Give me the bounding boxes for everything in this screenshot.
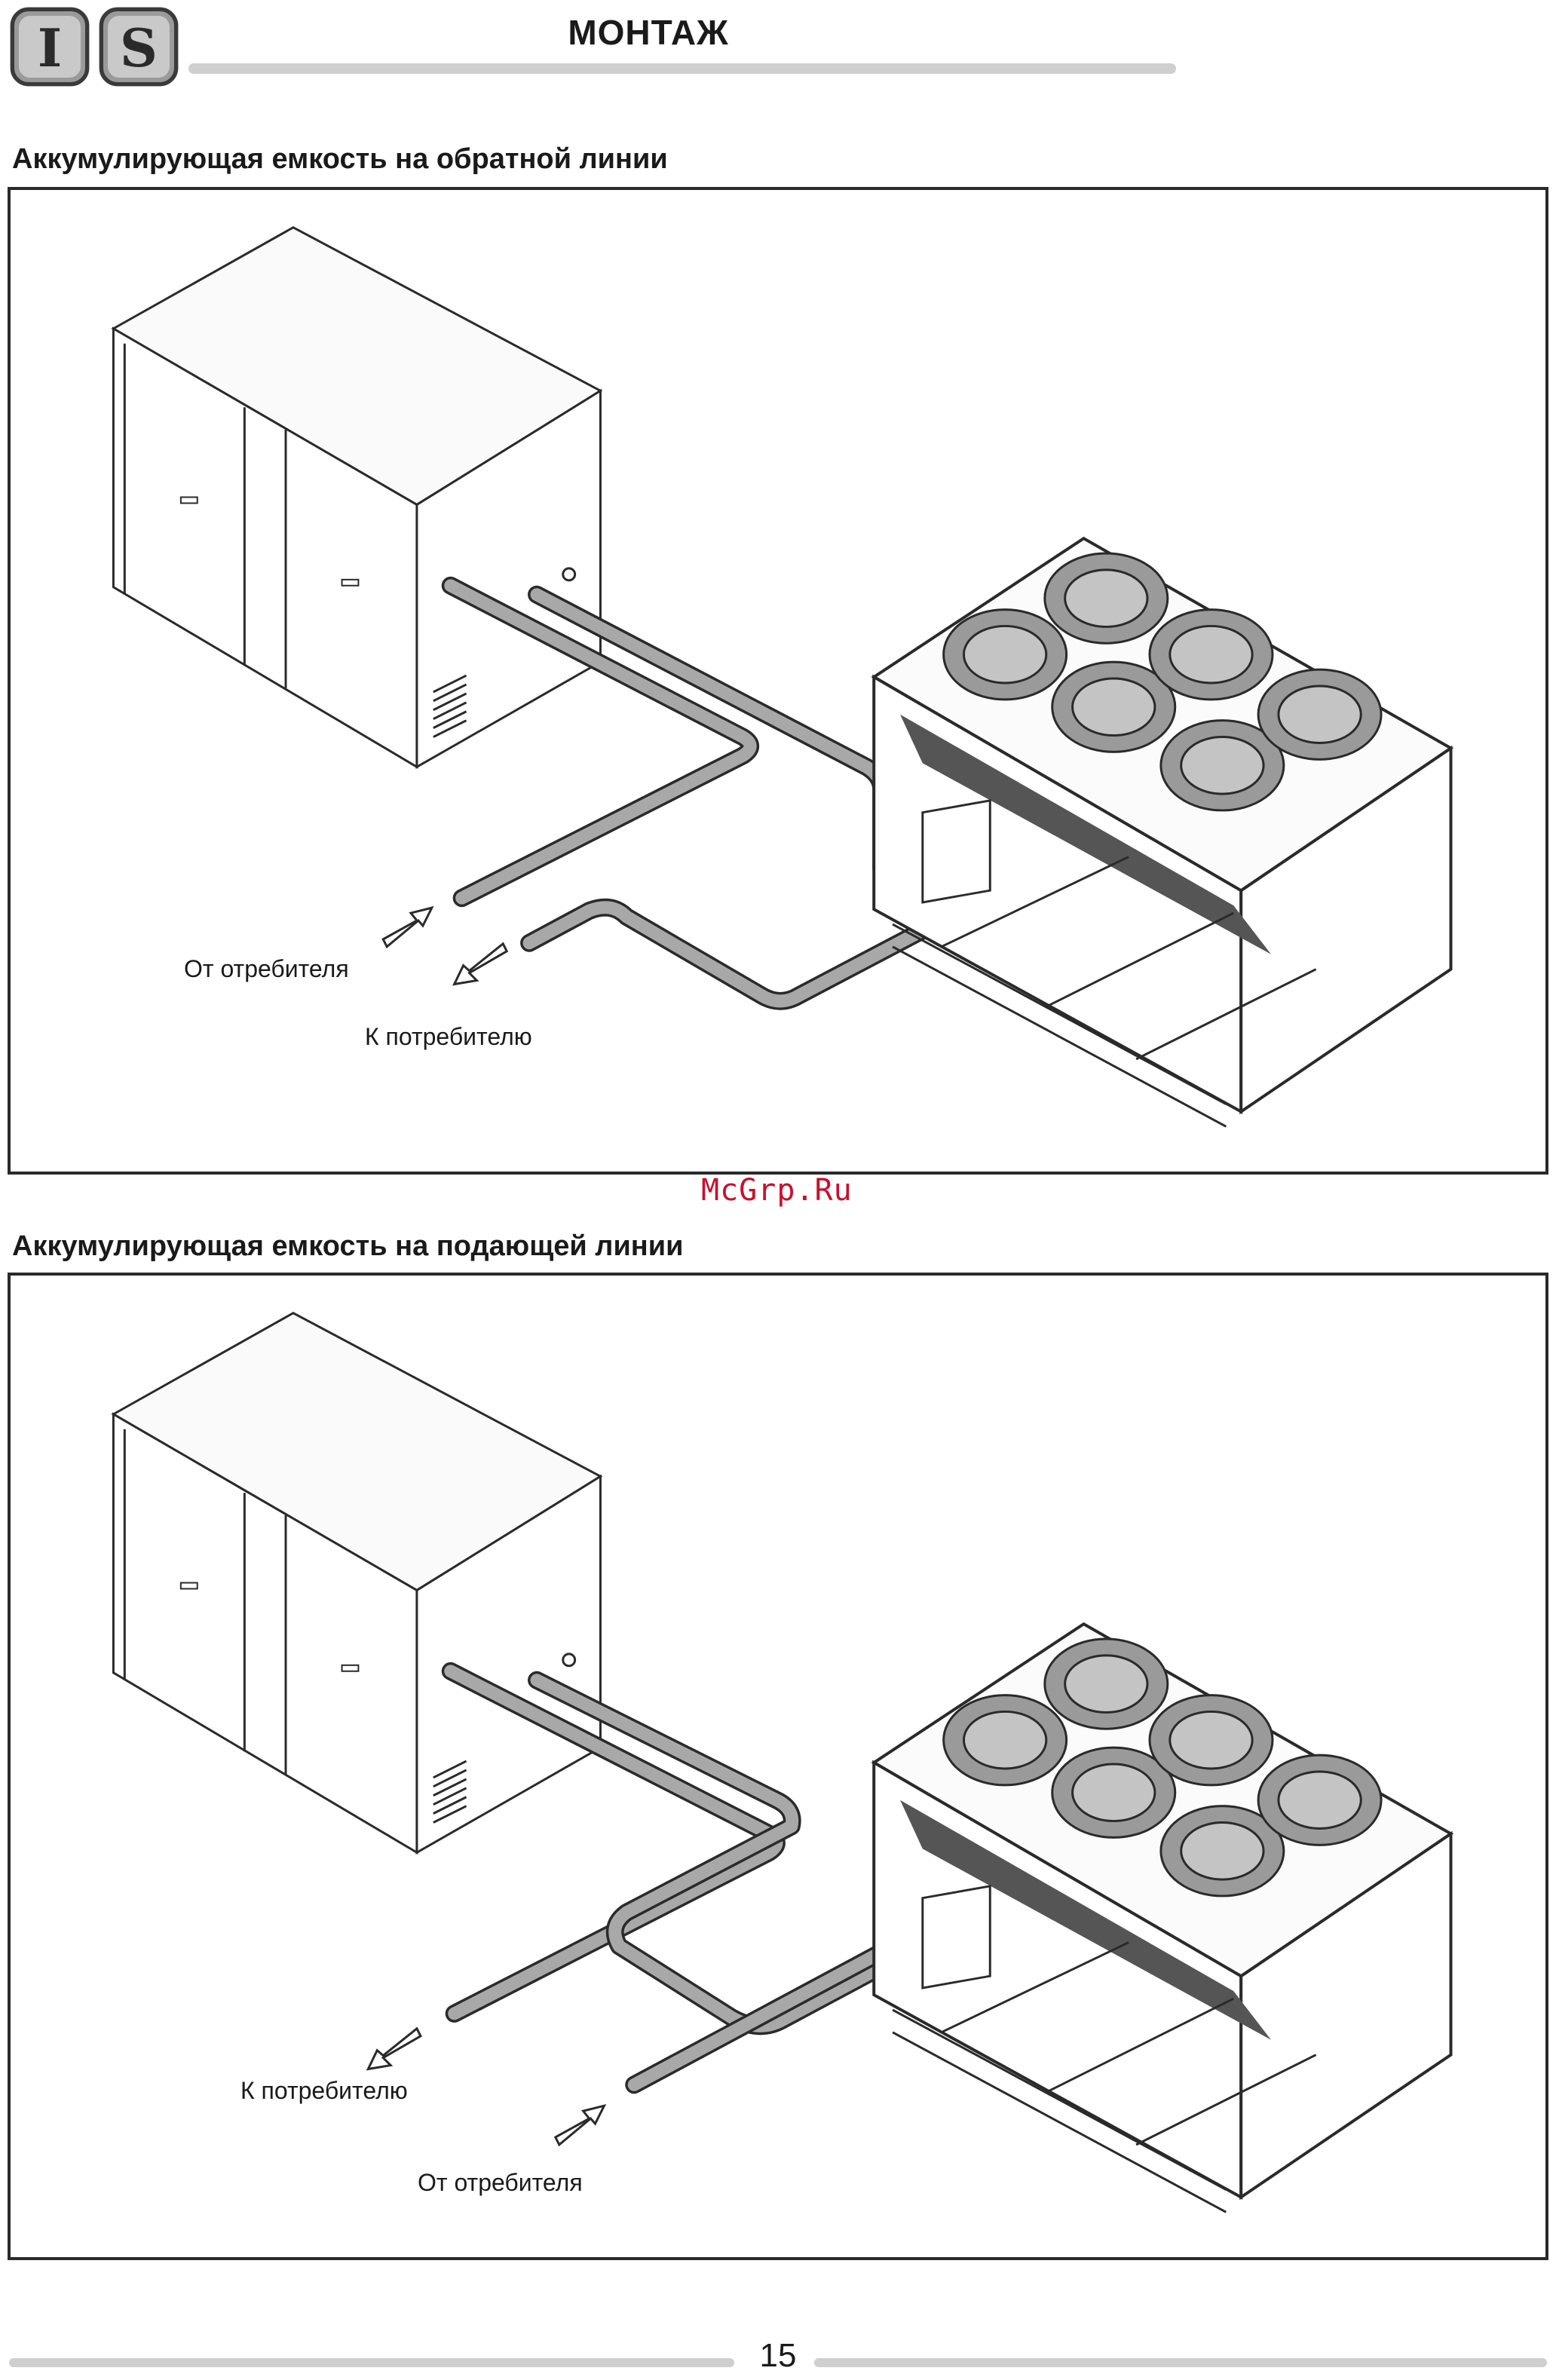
- footer-divider-left: [9, 2358, 734, 2367]
- footer-divider-right: [814, 2358, 1547, 2367]
- label-from-consumer: От отребителя: [184, 955, 349, 983]
- logo-i: I: [9, 6, 90, 87]
- figure-supply-line: К потребителю От отребителя: [8, 1273, 1548, 2260]
- installation-diagram-supply: [11, 1276, 1545, 2257]
- logo-s-letter: S: [120, 18, 158, 79]
- figure-return-line: От отребителя К потребителю: [8, 187, 1548, 1175]
- page-title: МОНТАЖ: [452, 12, 844, 53]
- section-title-supply-line: Аккумулирующая емкость на подающей линии: [12, 1230, 683, 1263]
- label-from-consumer-2: От отребителя: [418, 2169, 583, 2197]
- watermark: McGrp.Ru: [701, 1173, 853, 1208]
- section-title-return-line: Аккумулирующая емкость на обратной линии: [12, 143, 668, 176]
- installation-diagram-return: [11, 190, 1545, 1172]
- header-divider: [188, 63, 1176, 74]
- label-to-consumer: К потребителю: [365, 1023, 532, 1051]
- logo-i-letter: I: [38, 18, 62, 79]
- label-to-consumer-2: К потребителю: [240, 2077, 408, 2105]
- logo-s: S: [98, 6, 179, 87]
- page-number: 15: [739, 2337, 817, 2375]
- flow-arrows: [383, 908, 507, 984]
